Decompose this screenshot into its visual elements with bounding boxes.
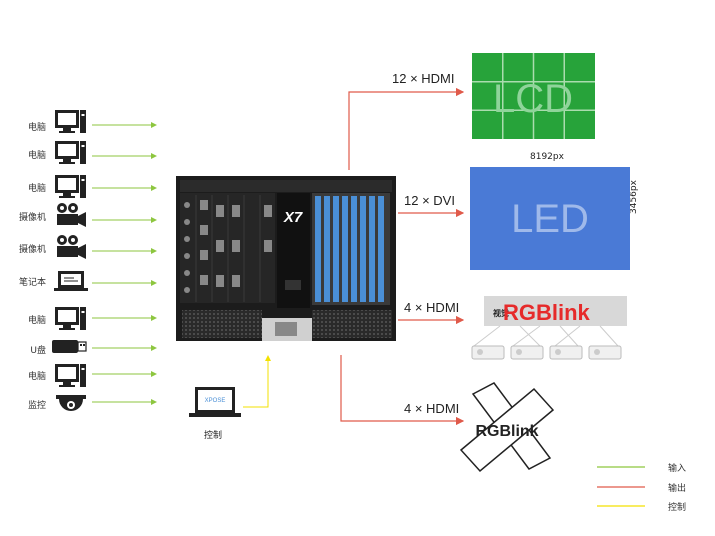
edge-blend-display: RGBlink [459,382,555,473]
monitor-icon [55,175,86,198]
lcd-label: LCD [493,77,573,121]
control-label: 控制 [204,431,223,441]
source-label-8: U盘 [30,346,46,356]
control-laptop-icon: XPOSE [189,387,241,417]
output-arrows [340,87,465,426]
control-screen-text: XPOSE [205,398,226,404]
output-label-lcd: 12 × HDMI [392,71,455,86]
x7-model-label: X7 [283,209,303,226]
monitor-icon [55,141,86,164]
monitor-icon [55,110,86,133]
input-arrows [92,122,157,405]
legend-label-control: 控制 [668,503,687,513]
led-label: LED [511,197,589,241]
led-wall: LED [470,167,630,270]
source-label-5: 摄像机 [18,245,46,255]
source-label-4: 摄像机 [18,213,46,223]
laptop-icon [54,271,88,291]
camera-icon [57,203,86,227]
x7-processor: X7 [176,176,396,341]
source-label-1: 电脑 [27,123,46,133]
projector-logo-prefix: 视觉 [493,308,509,318]
source-label-9: 电脑 [27,372,46,382]
output-label-projector: 4 × HDMI [404,300,460,315]
monitor-icon [55,364,86,387]
lcd-video-wall: LCD [472,53,595,139]
monitor-icon [55,307,86,330]
blend-logo-brand: RGBlink [475,423,538,440]
source-label-6: 笔记本 [18,278,46,288]
projector-array: 视觉 RGBlink [471,296,627,360]
source-label-7: 电脑 [27,316,46,326]
legend [597,466,645,507]
dome-camera-icon [56,395,86,411]
usb-drive-icon [52,340,87,353]
source-label-10: 监控 [27,401,46,411]
source-label-3: 电脑 [27,184,46,194]
output-label-blend: 4 × HDMI [404,401,460,416]
legend-label-input: 输入 [668,464,687,474]
camera-icon [57,235,86,259]
legend-label-output: 输出 [668,484,687,494]
output-label-led: 12 × DVI [404,193,455,208]
source-label-2: 电脑 [27,151,46,161]
led-width-label: 8192px [530,152,564,162]
projector-logo-brand: RGBlink [503,300,591,325]
control-arrow [243,355,271,408]
